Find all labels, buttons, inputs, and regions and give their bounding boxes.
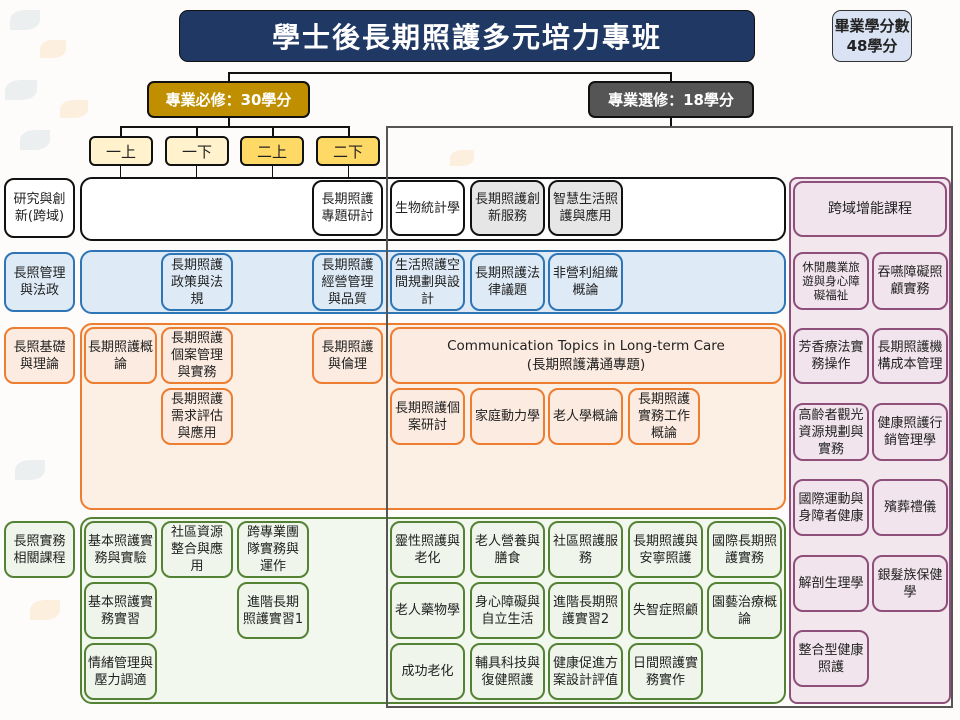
course-card[interactable]: 長期照護創新服務	[470, 180, 545, 236]
course-card[interactable]: 進階長期照護實習1	[237, 582, 309, 639]
course-card[interactable]: 休閒農業旅遊與身心障礙福祉	[793, 252, 869, 310]
background-decoration	[10, 10, 40, 30]
connector-line	[670, 117, 672, 127]
course-card[interactable]: 生活照護空間規劃與設計	[390, 253, 465, 311]
course-card[interactable]: 基本照護實務與實驗	[84, 521, 157, 578]
required-credits-header: 專業必修：30學分	[147, 81, 310, 118]
elective-section-frame	[386, 126, 953, 708]
course-card[interactable]: 長期照護與安寧照護	[628, 521, 703, 578]
course-card[interactable]: 成功老化	[390, 643, 465, 700]
course-card[interactable]: 社區資源整合與應用	[161, 521, 233, 578]
course-card-communication[interactable]: Communication Topics in Long-term Care (…	[390, 327, 782, 384]
background-decoration	[30, 600, 60, 620]
course-card[interactable]: 情緒管理與壓力調適	[84, 643, 157, 700]
course-card[interactable]: 靈性照護與老化	[390, 521, 465, 578]
category-foundation: 長照基礎與理論	[4, 327, 75, 384]
background-decoration	[60, 100, 88, 118]
course-card[interactable]: 長期照護個案管理與實務	[161, 327, 233, 384]
connector-line	[228, 72, 672, 74]
course-card[interactable]: 殯葬禮儀	[872, 479, 948, 536]
course-card[interactable]: 高齡者觀光資源規劃與實務	[793, 403, 869, 461]
background-decoration	[40, 40, 66, 58]
category-practice: 長照實務相關課程	[4, 521, 75, 578]
background-decoration	[20, 130, 50, 150]
course-card[interactable]: 國際長期照護實務	[707, 521, 782, 578]
connector-line	[272, 165, 273, 177]
connector-line	[272, 126, 274, 137]
course-card[interactable]: 老人藥物學	[390, 582, 465, 639]
course-card[interactable]: 長期照護與倫理	[312, 327, 383, 384]
course-card[interactable]: 跨專業團隊實務與運作	[237, 521, 309, 578]
connector-line	[228, 117, 230, 127]
course-card[interactable]: 身心障礙與自立生活	[470, 582, 545, 639]
connector-line	[120, 126, 350, 128]
course-card[interactable]: 健康照護行銷管理學	[872, 403, 948, 461]
course-card[interactable]: 銀髮族保健學	[872, 555, 948, 612]
category-research: 研究與創新(跨域)	[4, 178, 75, 238]
course-card[interactable]: 失智症照顧	[628, 582, 703, 639]
background-decoration	[15, 460, 45, 480]
course-card[interactable]: 國際運動與身障者健康	[793, 479, 869, 536]
background-decoration	[450, 150, 474, 166]
course-title-english: Communication Topics in Long-term Care	[447, 337, 725, 354]
page-title: 學士後長期照護多元培力專班	[179, 10, 755, 62]
course-card[interactable]: 長期照護法律議題	[470, 253, 545, 311]
course-card[interactable]: 老人學概論	[548, 388, 623, 445]
connector-line	[228, 72, 230, 82]
semester-1-1: 一上	[89, 136, 153, 166]
course-card[interactable]: 非營利組織概論	[548, 253, 623, 311]
course-card[interactable]: 生物統計學	[390, 180, 465, 236]
graduation-credits-label: 畢業學分數	[834, 17, 910, 35]
course-card[interactable]: 長期照護經營管理與品質	[312, 253, 383, 311]
connector-line	[670, 72, 672, 82]
connector-line	[120, 126, 122, 137]
course-card[interactable]: 吞嚥障礙照顧實務	[872, 252, 948, 310]
background-decoration	[5, 80, 37, 100]
cross-domain-title: 跨域增能課程	[793, 181, 947, 237]
connector-line	[348, 165, 349, 177]
connector-line	[196, 126, 198, 137]
course-card[interactable]: 長期照護政策與法規	[161, 253, 233, 311]
course-title-chinese: (長期照護溝通專題)	[526, 356, 646, 373]
connector-line	[348, 126, 350, 137]
connector-line	[196, 165, 197, 177]
course-card[interactable]: 老人營養與膳食	[470, 521, 545, 578]
elective-credits-header: 專業選修：18學分	[588, 81, 754, 118]
course-card[interactable]: 整合型健康照護	[793, 630, 869, 687]
course-card[interactable]: 健康促進方案設計評值	[548, 643, 623, 700]
course-card[interactable]: 基本照護實務實習	[84, 582, 157, 639]
course-card[interactable]: 日間照護實務實作	[628, 643, 703, 700]
course-card[interactable]: 社區照護服務	[548, 521, 623, 578]
course-card[interactable]: 長期照護機構成本管理	[872, 328, 948, 384]
course-card[interactable]: 家庭動力學	[470, 388, 545, 445]
semester-2-1: 二上	[240, 136, 304, 166]
graduation-credits-value: 48學分	[846, 37, 898, 55]
course-card[interactable]: 長期照護實務工作概論	[628, 388, 700, 445]
course-card[interactable]: 智慧生活照護與應用	[548, 180, 623, 236]
course-card[interactable]: 園藝治療概論	[707, 582, 782, 639]
semester-1-2: 一下	[165, 136, 229, 166]
graduation-credits-badge: 畢業學分數 48學分	[832, 10, 912, 62]
course-card[interactable]: 芳香療法實務操作	[793, 328, 869, 384]
course-card[interactable]: 解剖生理學	[793, 555, 869, 612]
connector-line	[120, 165, 121, 177]
semester-2-2: 二下	[316, 136, 380, 166]
course-card[interactable]: 輔具科技與復健照護	[470, 643, 545, 700]
course-card[interactable]: 長期照護專題研討	[312, 180, 383, 236]
course-card[interactable]: 進階長期照護實習2	[548, 582, 623, 639]
course-card[interactable]: 長期照護概論	[84, 327, 157, 384]
course-card[interactable]: 長期照護個案研討	[390, 388, 465, 445]
category-management: 長照管理與法政	[4, 252, 75, 312]
course-card[interactable]: 長期照護需求評估與應用	[161, 388, 233, 445]
